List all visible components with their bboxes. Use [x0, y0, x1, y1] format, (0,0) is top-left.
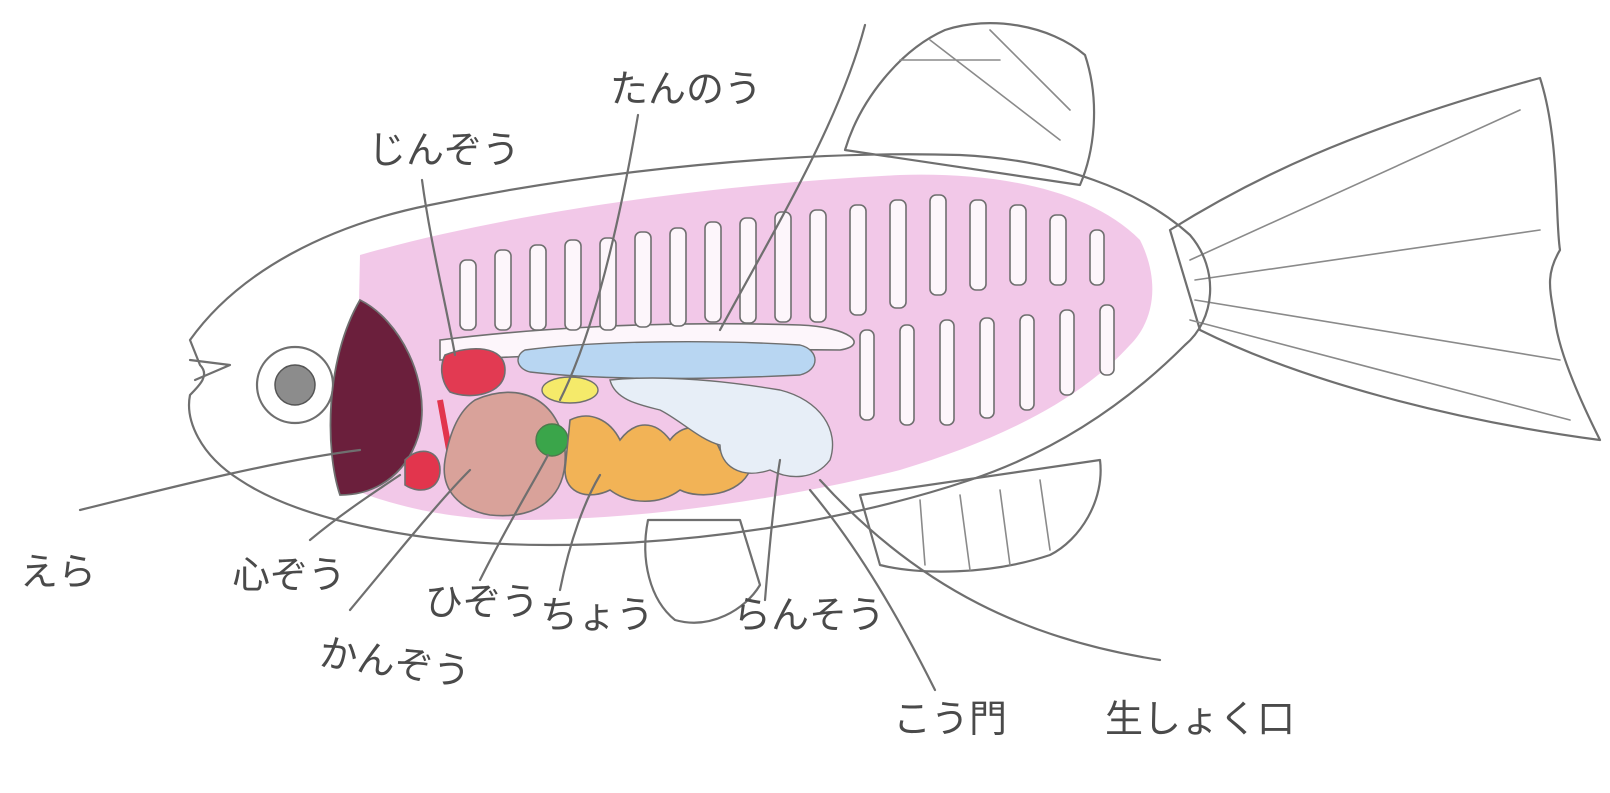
label-intestine: ちょう	[540, 593, 654, 637]
label-gills: えら	[20, 550, 96, 594]
label-kidney: じんぞう	[368, 128, 520, 172]
label-gallbladder: たんのう	[610, 67, 762, 111]
leader-anus	[810, 490, 935, 690]
label-spleen: ひぞう	[425, 580, 539, 624]
leader-gills	[80, 450, 360, 510]
kidney-organ	[442, 349, 505, 396]
dorsal-fin	[845, 23, 1094, 185]
label-genital-pore: 生しょく口	[1105, 697, 1295, 741]
label-liver: かんぞう	[317, 630, 474, 695]
head	[190, 347, 333, 423]
eye-pupil	[275, 365, 315, 405]
label-anus: こう門	[893, 697, 1007, 741]
label-heart: 心ぞう	[232, 553, 346, 597]
label-ovary: らんそう	[733, 593, 885, 637]
tail-fin	[1170, 78, 1600, 440]
swim-bladder-organ	[518, 342, 815, 379]
spleen-organ	[536, 424, 568, 456]
